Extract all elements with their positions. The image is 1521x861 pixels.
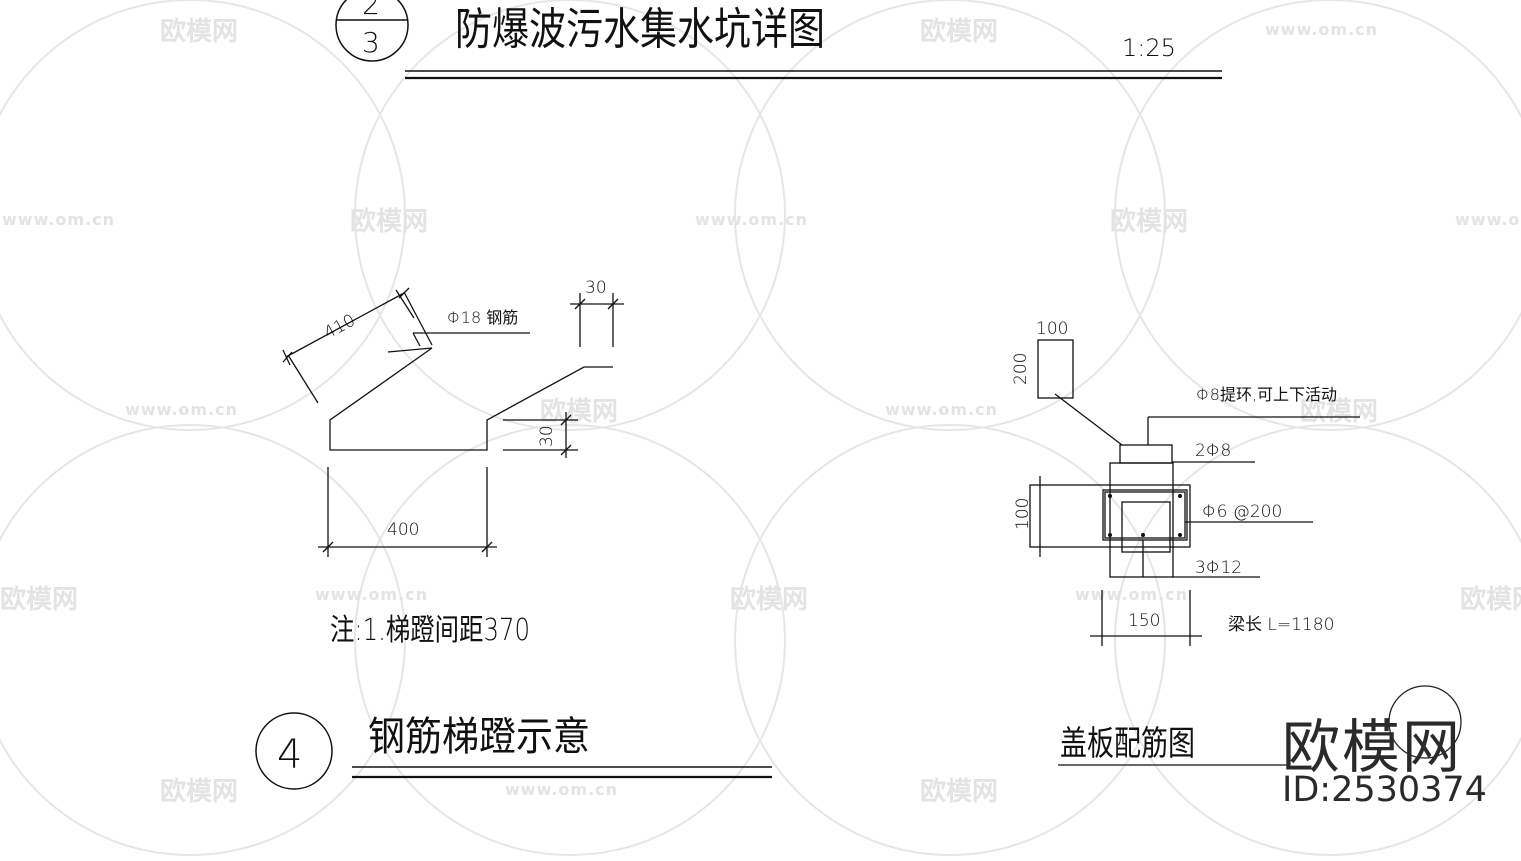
- dim-30-top: 30: [585, 278, 607, 298]
- watermark-brand: 欧模网: [1300, 396, 1378, 427]
- beam-section: [1109, 462, 1174, 578]
- watermark-url: www.om.cn: [1455, 210, 1521, 229]
- watermark-brand: 欧模网: [1110, 206, 1188, 237]
- label-phi6: Φ6 @200: [1202, 502, 1282, 522]
- watermark-brand: 欧模网: [160, 16, 238, 47]
- dim-tick: [398, 287, 410, 299]
- dim-tick: [560, 414, 572, 426]
- watermark-url: www.om.cn: [695, 210, 808, 229]
- dim-extension: [395, 289, 415, 319]
- dim-tick: [322, 541, 334, 553]
- watermark-url: www.om.cn: [1075, 585, 1188, 604]
- ladder-index-circle: [255, 712, 333, 790]
- cover-index-circle: [1388, 685, 1462, 759]
- watermark-url: www.om.cn: [505, 780, 618, 799]
- beam-length: 梁长 L=1180: [1228, 615, 1334, 635]
- dim-400: 400: [387, 520, 419, 540]
- dim-150: 150: [1128, 611, 1160, 631]
- watermark-brand: 欧模网: [730, 584, 808, 615]
- watermark-url: www.om.cn: [885, 400, 998, 419]
- title-index-top: 2: [362, 0, 380, 21]
- dim-30-right: 30: [537, 425, 557, 447]
- watermark-brand: 欧模网: [920, 776, 998, 807]
- hook-detail: [1037, 339, 1074, 399]
- dim-tick: [282, 351, 293, 363]
- ladder-title-block: [255, 712, 772, 790]
- dim-tick: [481, 541, 493, 553]
- rebar-label: Φ18 钢筋: [447, 308, 518, 327]
- dim-200-small: 200: [1011, 353, 1031, 385]
- title-index-circle: [335, 0, 409, 62]
- watermark-brand: 欧模网: [160, 776, 238, 807]
- watermark-url: www.om.cn: [1265, 20, 1378, 39]
- logo-id: ID:2530374: [1282, 770, 1487, 810]
- hook-label: Φ8提环,可上下活动: [1196, 385, 1337, 404]
- rung-profile: [287, 354, 319, 404]
- rebar-dot: [1178, 494, 1182, 498]
- dim-extension: [403, 291, 433, 346]
- stirrup-inner: [1104, 491, 1186, 539]
- hook-shaft: [1121, 501, 1171, 553]
- dim-tick: [607, 298, 619, 310]
- rung-profile: [329, 347, 613, 451]
- cover-plate-drawing: [1029, 339, 1462, 766]
- watermark-brand: 欧模网: [540, 396, 618, 427]
- hook-leader: [1054, 393, 1123, 446]
- watermark-url: www.om.cn: [2, 210, 115, 229]
- hook-block: [1119, 444, 1173, 464]
- ladder-note: 注:1.梯蹬间距370: [330, 613, 530, 648]
- rebar-leader: [412, 332, 421, 347]
- watermark-brand: 欧模网: [350, 206, 428, 237]
- top-title-block: [335, 0, 1222, 80]
- dim-tick: [560, 444, 572, 456]
- dim-100-vert: 100: [1013, 498, 1033, 530]
- top-title-scale: 1:25: [1122, 34, 1176, 62]
- logo-brand: 欧模网: [1282, 713, 1463, 781]
- watermark-brand: 欧模网: [1460, 584, 1521, 615]
- ladder-rung-drawing: [282, 287, 624, 557]
- title-index-bottom: 3: [362, 26, 380, 59]
- cover-outline: [1029, 484, 1191, 548]
- rebar-dot: [1108, 533, 1112, 537]
- rebar-dots: [1108, 494, 1182, 537]
- stirrup: [1102, 489, 1188, 541]
- label-3phi12: 3Φ12: [1195, 558, 1242, 578]
- watermark-url: www.om.cn: [315, 585, 428, 604]
- dim-100-small: 100: [1036, 319, 1068, 339]
- rebar-dot: [1178, 533, 1182, 537]
- watermark-texts: 欧模网 欧模网 www.om.cn www.om.cn 欧模网 www.om.c…: [0, 16, 1521, 807]
- top-title-text: 防爆波污水集水坑详图: [455, 4, 825, 55]
- label-2phi8: 2Φ8: [1195, 441, 1231, 461]
- ladder-index: 4: [277, 732, 302, 778]
- dim-410: 410: [321, 311, 359, 344]
- rebar-dot: [1108, 494, 1112, 498]
- cover-title: 盖板配筋图: [1060, 724, 1195, 764]
- watermark-url: www.om.cn: [125, 400, 238, 419]
- watermark-brand: 欧模网: [920, 16, 998, 47]
- rebar-dot: [1141, 533, 1145, 537]
- dim-line-410: [285, 292, 405, 358]
- dim-tick: [574, 298, 586, 310]
- watermark-brand: 欧模网: [0, 584, 78, 615]
- rung-segment: [387, 347, 433, 353]
- ladder-title: 钢筋梯蹬示意: [368, 714, 590, 760]
